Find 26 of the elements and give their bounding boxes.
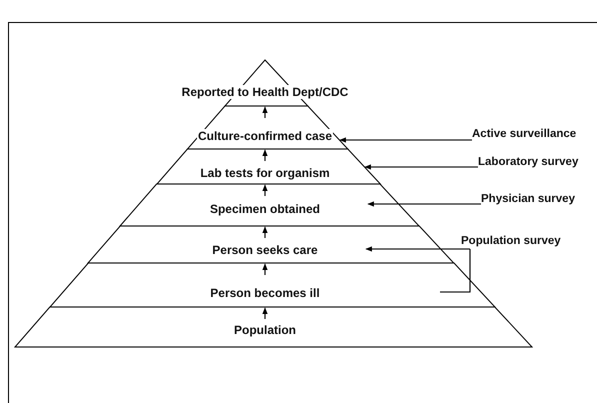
arrow	[262, 263, 268, 275]
arrow	[262, 106, 268, 118]
arrow	[262, 226, 268, 238]
pyramid-layer	[155, 149, 380, 184]
arrow	[367, 201, 481, 207]
survey-label: Physician survey	[481, 193, 595, 205]
pyramid-layer	[120, 184, 420, 226]
arrow	[262, 149, 268, 161]
arrow	[262, 184, 268, 196]
arrow	[339, 137, 472, 143]
layer-label: Reported to Health Dept/CDC	[180, 85, 350, 99]
pyramid-layer	[15, 307, 532, 347]
layer-label: Person becomes ill	[209, 286, 321, 300]
layer-label: Culture-confirmed case	[196, 129, 334, 143]
arrow	[364, 164, 478, 170]
survey-label: Population survey	[461, 235, 561, 247]
layer-label: Specimen obtained	[208, 202, 321, 216]
layer-label: Lab tests for organism	[199, 166, 331, 180]
arrow	[262, 307, 268, 319]
layer-label: Person seeks care	[211, 243, 319, 257]
layer-label: Population	[233, 323, 297, 337]
survey-label: Active surveillance	[472, 128, 597, 140]
pyramid-layer	[88, 226, 454, 263]
arrow	[365, 246, 470, 252]
survey-label: Laboratory survey	[478, 156, 596, 168]
pyramid-layer	[50, 263, 495, 307]
